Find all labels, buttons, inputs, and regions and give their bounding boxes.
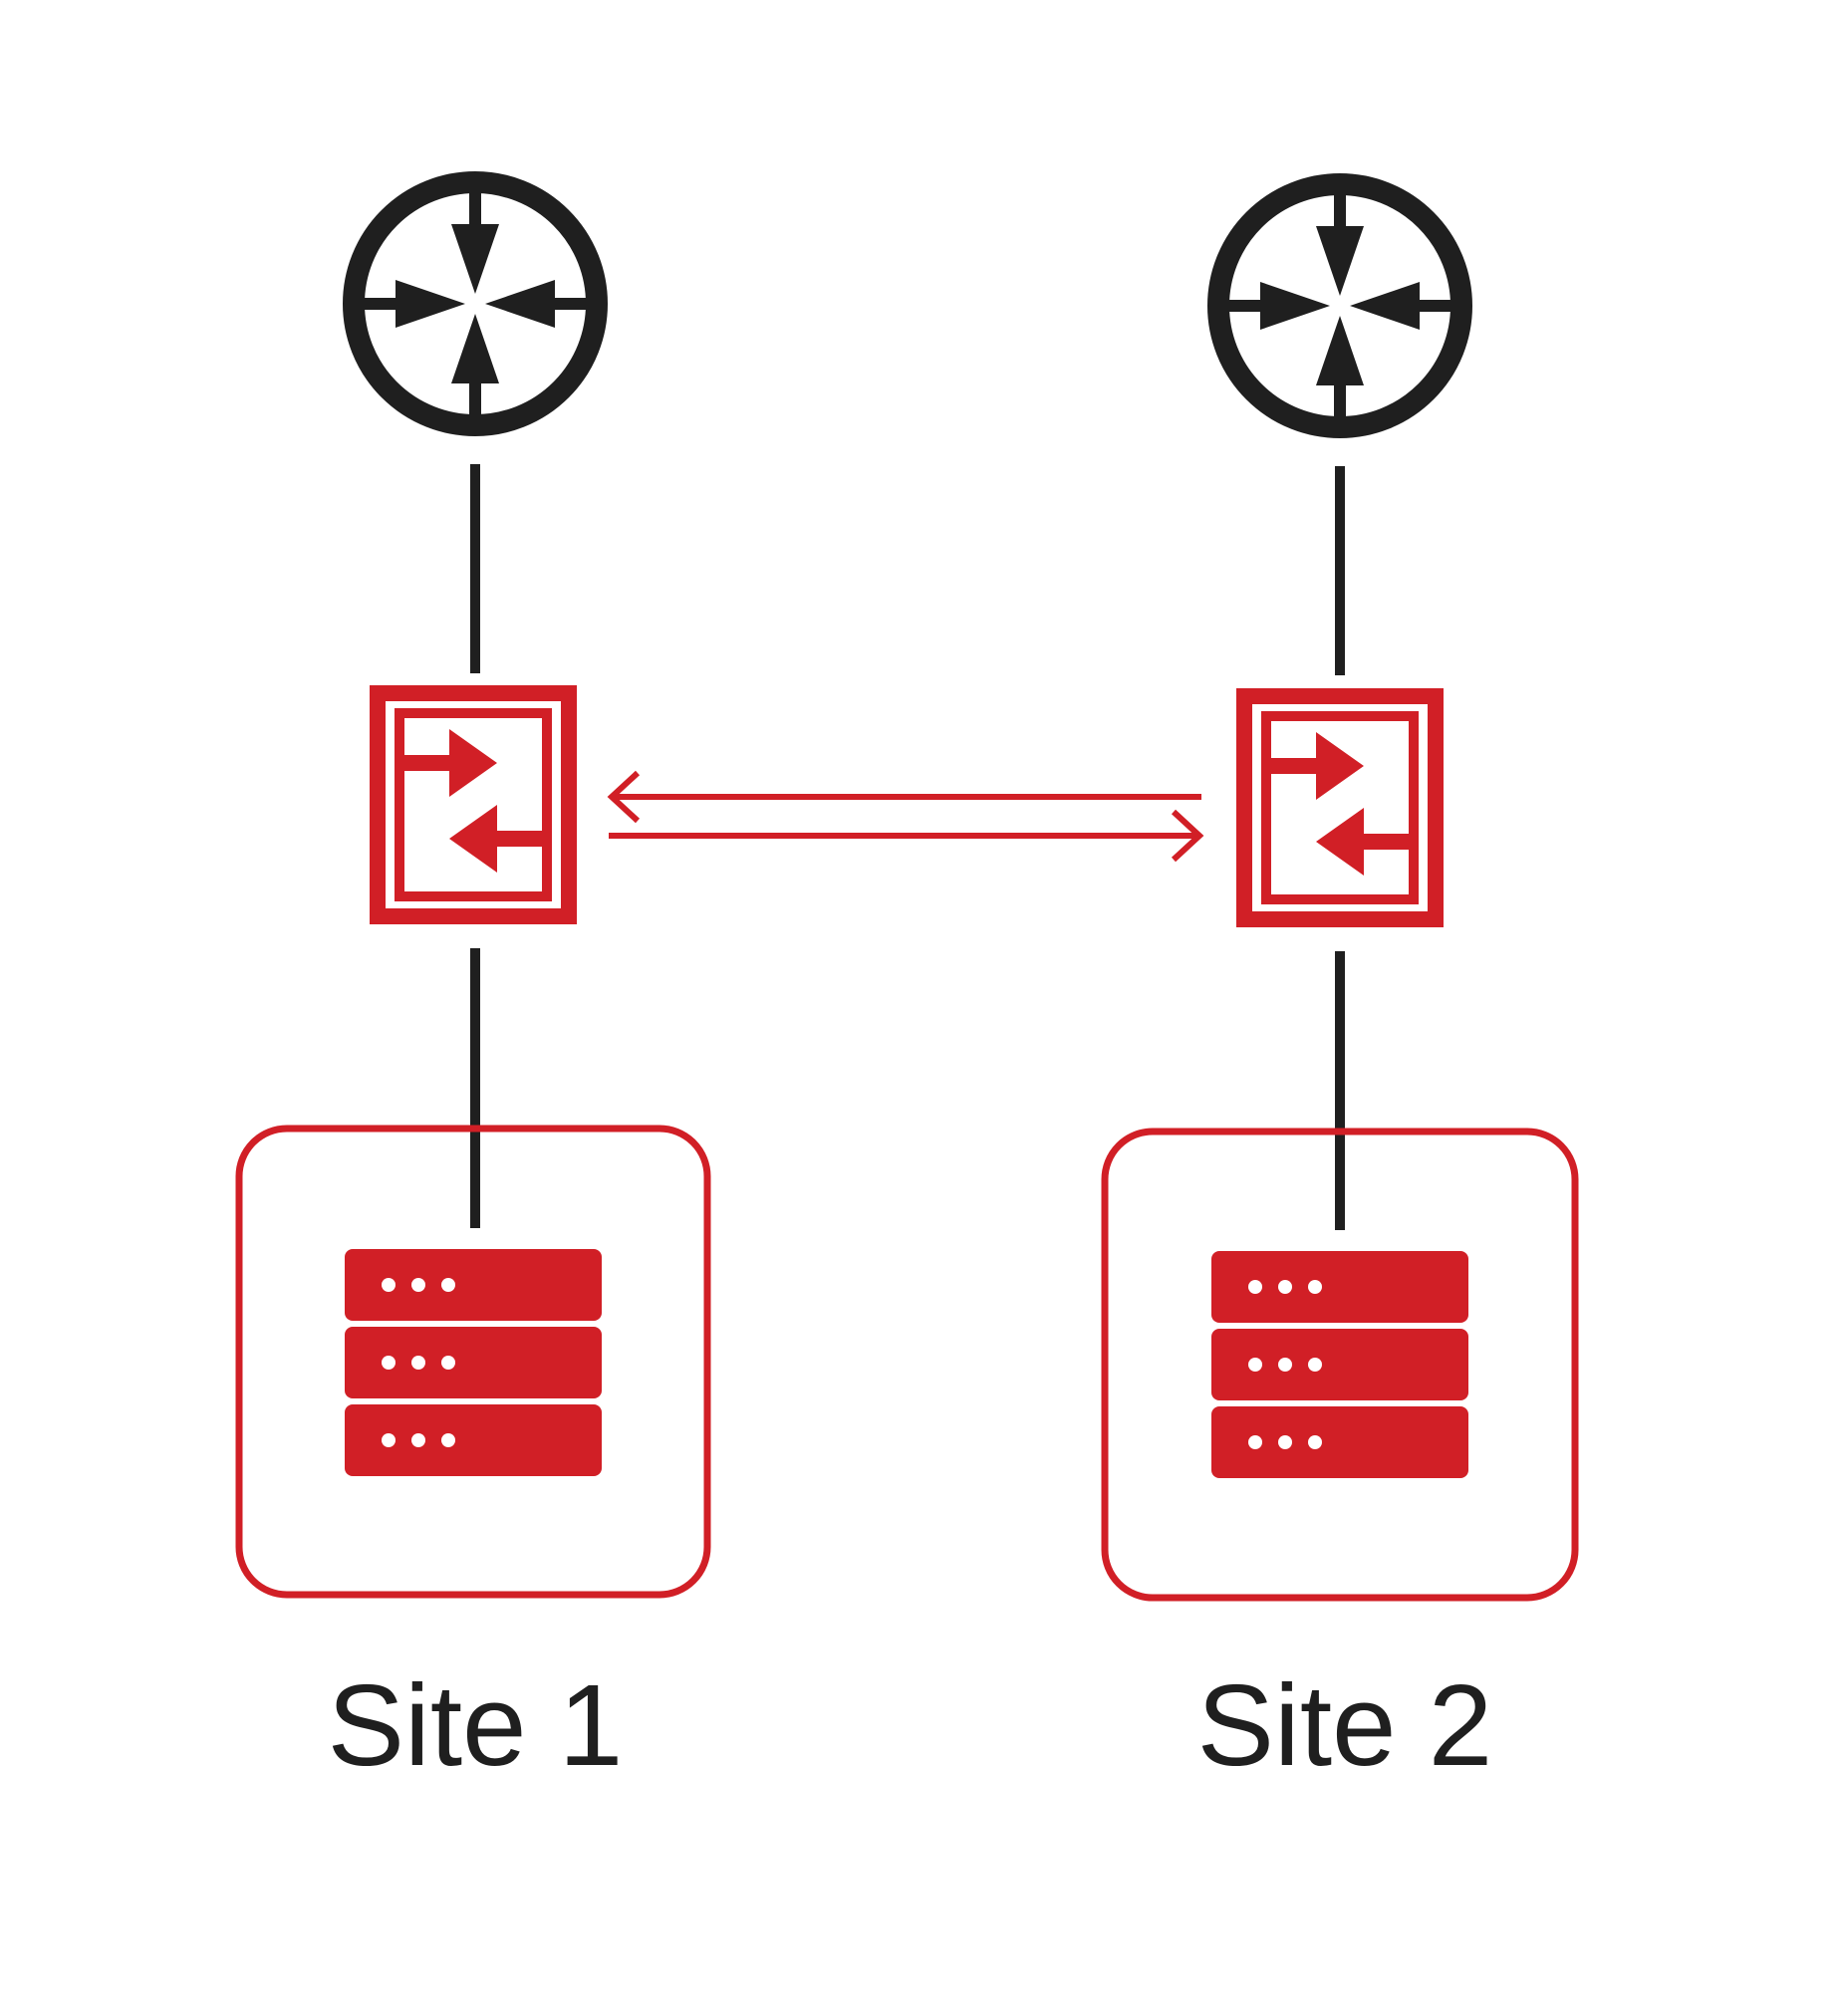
router-icon — [1207, 173, 1472, 438]
site-box — [1101, 1128, 1579, 1602]
arrow-right-icon — [609, 809, 1204, 863]
arrow-left-icon — [607, 770, 1201, 824]
router-icon — [343, 171, 608, 436]
site-label: Site 2 — [1197, 1660, 1493, 1790]
site-box — [235, 1125, 711, 1599]
bidirectional-link-arrows — [607, 770, 1204, 863]
server-stack-icon — [345, 1249, 602, 1476]
switch-icon — [1236, 688, 1444, 927]
site-label: Site 1 — [328, 1660, 624, 1790]
site-1: Site 1 — [235, 171, 711, 1790]
server-stack-icon — [1211, 1251, 1468, 1478]
switch-icon — [370, 685, 577, 924]
site-2: Site 2 — [1101, 173, 1579, 1790]
